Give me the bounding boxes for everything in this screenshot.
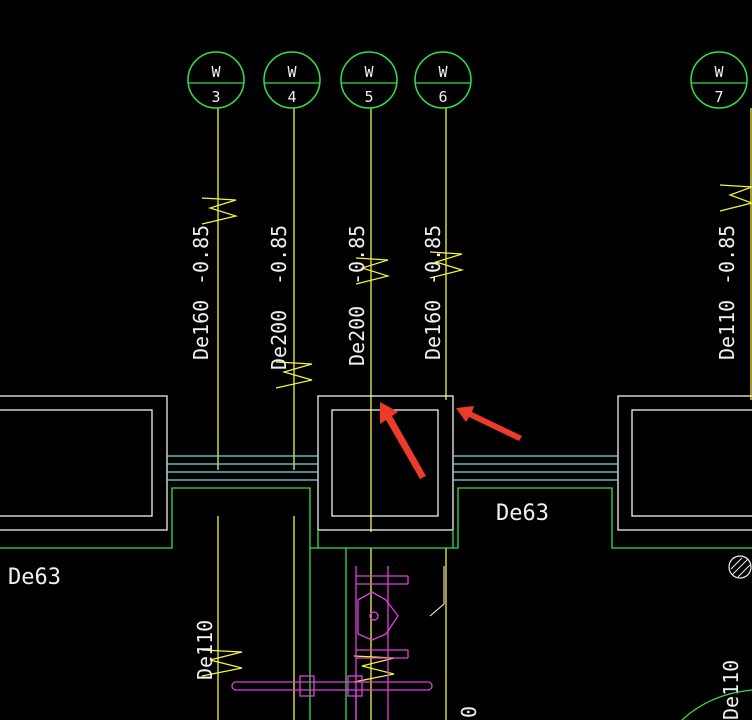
horizontal-fixture-pipe: [231, 681, 433, 691]
hatched-circle-icon: [728, 555, 752, 579]
zero-label: 0: [457, 706, 481, 718]
de63-label-left: De63: [8, 565, 61, 590]
green-outlines: [0, 487, 752, 720]
break-symbols: [201, 184, 752, 683]
break-symbol-w6: [429, 251, 465, 279]
marker-letter: W: [364, 63, 374, 81]
marker-letter: W: [211, 63, 221, 81]
break-symbol-w3: [201, 197, 239, 225]
left-box-inner: [0, 409, 153, 517]
marker-number: 3: [211, 88, 220, 106]
de63-label-right: De63: [496, 501, 549, 526]
pipe-markers: W 3 W 4 W 5 W 6 W 7: [187, 51, 748, 109]
marker-number: 4: [287, 88, 296, 106]
center-box-inner: [331, 409, 439, 517]
left-box-outer: [0, 395, 168, 531]
plumbing-fixture: [231, 566, 433, 720]
break-symbol-w5: [355, 257, 391, 285]
center-box-outer: [317, 395, 454, 531]
break-symbol-lower-mid: [353, 655, 395, 683]
marker-letter: W: [438, 63, 448, 81]
structural-boxes: [0, 395, 752, 531]
pipe-marker-w3: W 3: [187, 51, 245, 109]
elevation-label-w3: -0.85: [189, 225, 213, 285]
green-wall-center: [310, 547, 347, 720]
pipe-labels: De160 -0.85 De200 -0.85 De200 -0.85 De16…: [189, 225, 743, 720]
diameter-label-lower-right: De110: [719, 660, 743, 720]
marker-letter: W: [714, 63, 724, 81]
elevation-label-w6: -0.85: [421, 225, 445, 285]
right-box-outer: [617, 395, 752, 531]
pipe-marker-w7: W 7: [690, 51, 748, 109]
red-arrow-1-icon: [380, 402, 426, 479]
vertical-pipes: [217, 108, 752, 720]
pipe-marker-w5: W 5: [340, 51, 398, 109]
marker-number: 7: [714, 88, 723, 106]
diameter-label-w4: De200: [267, 310, 291, 370]
valve-icon: [357, 591, 399, 641]
break-symbol-w4: [275, 361, 313, 389]
diameter-label-lower-left: De110: [193, 620, 217, 680]
marker-number: 6: [438, 88, 447, 106]
marker-letter: W: [287, 63, 297, 81]
diameter-label-w3: De160: [189, 300, 213, 360]
break-symbol-w7: [719, 184, 752, 212]
diameter-label-w6: De160: [421, 300, 445, 360]
elevation-label-w4: -0.85: [267, 225, 291, 285]
green-wall-left: [0, 487, 311, 720]
green-wall-center-right: [346, 487, 752, 549]
elevation-label-w7: -0.85: [715, 225, 739, 285]
leader-line: [429, 566, 445, 617]
pipe-marker-w4: W 4: [263, 51, 321, 109]
green-arc: [681, 689, 752, 720]
pipe-marker-w6: W 6: [414, 51, 472, 109]
red-arrow-2-icon: [456, 406, 522, 441]
elevation-label-w5: -0.85: [345, 225, 369, 285]
diameter-label-w7: De110: [715, 300, 739, 360]
annotation-arrows: [380, 402, 522, 479]
marker-number: 5: [364, 88, 373, 106]
connecting-pipes: [167, 455, 618, 481]
diameter-label-w5: De200: [345, 306, 369, 366]
right-box-inner: [631, 409, 752, 517]
break-symbol-lower-left: [201, 649, 243, 677]
